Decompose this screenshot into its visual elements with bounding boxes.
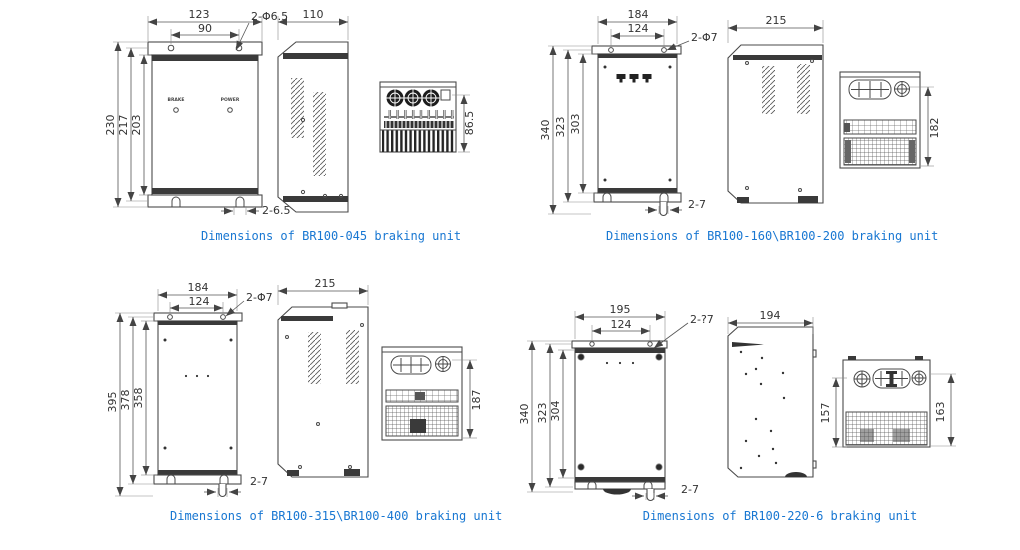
dim-220-height-overall: 340 (518, 404, 531, 425)
unit-160-top-view: 182 (839, 71, 941, 169)
unit-220-side-view: 194 (727, 309, 817, 478)
unit-045-dimensions: 123 90 230 217 203 2-Φ6.5 2-6.5 (104, 8, 290, 217)
dim-045-top-holes: 2-Φ6.5 (251, 10, 288, 23)
dim-160-height-body: 303 (569, 114, 582, 135)
unit-160-dimensions: 184 124 2-Φ7 340 323 303 2-7 (539, 8, 718, 215)
dim-160-width-holes: 124 (628, 22, 649, 35)
caption-br100-220-6: Dimensions of BR100-220-6 braking unit (642, 509, 918, 523)
fan-icon (853, 370, 871, 388)
dim-160-top-height: 182 (928, 118, 941, 139)
capacitor-icon (386, 89, 404, 107)
unit-315-dimensions: 184 124 2-Φ7 395 378 358 2-7 (106, 281, 273, 497)
dim-315-height-overall: 395 (106, 392, 119, 413)
fan-grille-icon (872, 368, 911, 389)
brake-led-label: BRAKE (168, 97, 185, 103)
fan-grille-icon (848, 79, 892, 100)
dim-220-width-overall: 195 (610, 303, 631, 316)
dim-045-bottom-slots: 2-6.5 (262, 204, 290, 217)
dim-045-depth: 110 (303, 8, 324, 21)
dim-315-height-body: 358 (132, 388, 145, 409)
caption-br100-160-200: Dimensions of BR100-160\BR100-200 brakin… (606, 229, 939, 243)
dim-045-height-mid: 217 (117, 115, 130, 136)
unit-160-front-view (591, 45, 682, 217)
dim-315-height-mid: 378 (119, 390, 132, 411)
dim-220-top-height: 163 (934, 402, 947, 423)
dim-220-bottom-hook: 2-7 (681, 483, 699, 496)
unit-160-side-view: 215 (727, 14, 824, 204)
unit-315-top-view: 187 (381, 346, 483, 441)
unit-045-drawing: BRAKE POWER 123 90 230 217 203 (104, 8, 476, 217)
dim-220-height-body: 304 (549, 401, 562, 422)
dim-315-width-overall: 184 (188, 281, 209, 294)
unit-045-front-view: BRAKE POWER (147, 41, 263, 208)
unit-220-top-view: 157 163 (819, 356, 956, 448)
dim-220-height-mid: 323 (536, 403, 549, 424)
dim-160-width-overall: 184 (628, 8, 649, 21)
unit-315-400-drawing: 184 124 2-Φ7 395 378 358 2-7 (106, 277, 483, 498)
fan-icon (435, 356, 451, 372)
dim-315-top-holes: 2-Φ7 (246, 291, 273, 304)
fan-icon (911, 370, 927, 386)
unit-220-front-view (571, 340, 668, 502)
dim-315-depth: 215 (315, 277, 336, 290)
dim-045-width-overall: 123 (189, 8, 210, 21)
dim-315-bottom-hook: 2-7 (250, 475, 268, 488)
unit-315-side-view: 215 (277, 277, 369, 478)
caption-br100-045: Dimensions of BR100-045 braking unit (200, 229, 462, 243)
unit-160-200-drawing: 184 124 2-Φ7 340 323 303 2-7 (539, 8, 941, 217)
dim-220-top-grille-height: 157 (819, 403, 832, 424)
dim-160-bottom-hook: 2-7 (688, 198, 706, 211)
capacitor-icon (422, 89, 440, 107)
dim-220-width-holes: 124 (611, 318, 632, 331)
unit-220-6-drawing: 195 124 2-?7 340 323 304 2-7 (518, 303, 956, 502)
dim-045-top-height: 86.5 (463, 111, 476, 136)
terminal-icon (616, 74, 652, 83)
dim-220-depth: 194 (760, 309, 781, 322)
dim-045-height-overall: 230 (104, 115, 117, 136)
dim-045-height-body: 203 (130, 115, 143, 136)
dim-220-top-holes: 2-?7 (690, 313, 714, 326)
unit-045-top-view: 86.5 (379, 81, 476, 153)
power-led-label: POWER (221, 97, 240, 103)
dim-045-width-holes: 90 (198, 22, 212, 35)
fan-icon (894, 81, 910, 97)
caption-br100-315-400: Dimensions of BR100-315\BR100-400 brakin… (170, 509, 503, 523)
dim-315-top-height: 187 (470, 390, 483, 411)
dim-160-height-overall: 340 (539, 120, 552, 141)
unit-315-front-view (153, 312, 243, 498)
dim-315-width-holes: 124 (189, 295, 210, 308)
dim-160-top-holes: 2-Φ7 (691, 31, 718, 44)
dim-160-depth: 215 (766, 14, 787, 27)
capacitor-icon (404, 89, 422, 107)
dim-160-height-mid: 323 (554, 117, 567, 138)
fan-grille-icon (390, 355, 432, 375)
unit-220-dimensions: 195 124 2-?7 340 323 304 2-7 (518, 303, 714, 500)
unit-045-side-view: 110 (277, 8, 349, 213)
